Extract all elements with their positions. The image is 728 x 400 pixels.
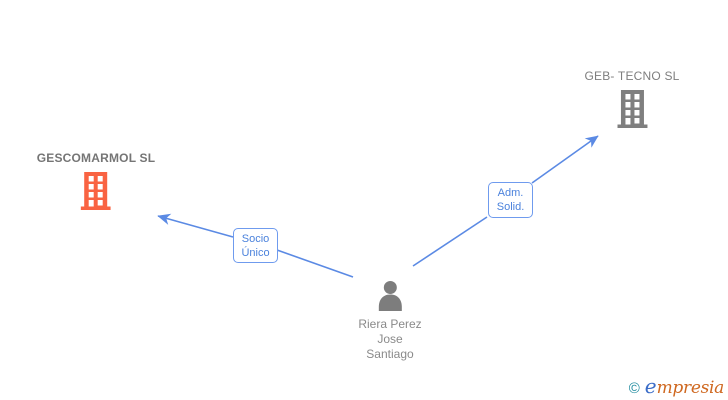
empresia-logo[interactable]: © empresia [628, 374, 725, 398]
person-icon [374, 281, 406, 311]
brand-letter-e: e [644, 374, 657, 398]
company-name: GESCOMARMOL SL [36, 151, 156, 165]
company-node-gescomarmol[interactable]: GESCOMARMOL SL [37, 151, 156, 210]
person-name-line: Santiago [366, 347, 414, 361]
relation-label-line: Único [241, 246, 270, 259]
company-name: GEB- TECNO SL [584, 69, 680, 83]
company-node-geb-tecno[interactable]: GEB- TECNO SL [584, 69, 679, 128]
person-name-line: Jose [377, 332, 403, 346]
brand-rest: mpresia [656, 378, 725, 398]
edge-line-person-to-adm-box [412, 216, 488, 267]
relation-label-adm-solid: Adm. Solid. [488, 182, 533, 218]
relation-label-line: Adm. [497, 187, 524, 199]
edge-line-person-to-socio-box [276, 249, 354, 278]
arrow-line-to-gescomarmol [157, 213, 234, 238]
arrow-line-to-geb-tecno [531, 135, 599, 184]
copyright-icon: © [628, 380, 640, 397]
relation-label-line: Socio [241, 232, 270, 245]
person-name-line: Riera Perez [358, 317, 422, 331]
building-icon [81, 172, 111, 210]
relation-label-socio-unico: Socio Único [233, 228, 278, 263]
relation-label-line: Solid. [496, 201, 525, 213]
person-node-riera-perez[interactable]: Riera Perez Jose Santiago [358, 281, 422, 362]
person-name: Riera Perez Jose Santiago [358, 317, 421, 362]
brand-wordmark: empresia [644, 374, 725, 398]
building-icon [616, 90, 647, 128]
